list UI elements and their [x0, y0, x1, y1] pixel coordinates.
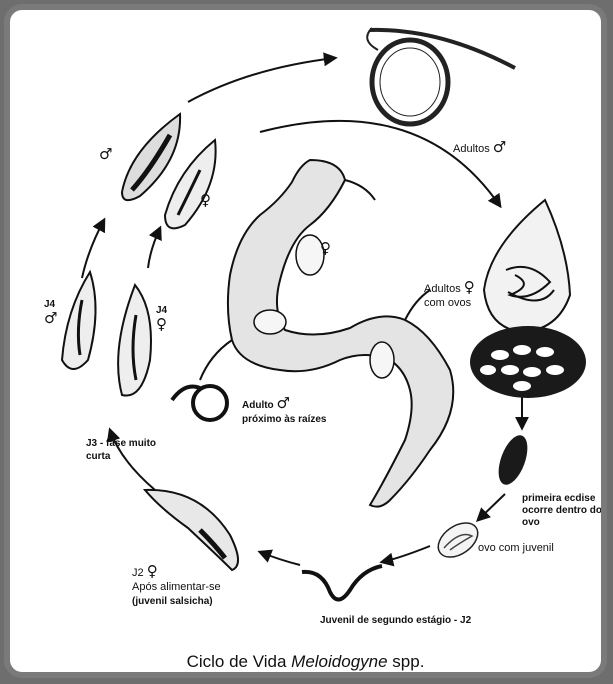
arrow-j4-female-up	[148, 228, 160, 268]
arrow-to-adult-male	[188, 58, 335, 102]
first-molt-line3: ovo	[522, 516, 540, 529]
adult-male-worm	[367, 28, 515, 124]
arrow-to-fed-j2	[260, 552, 300, 565]
female-symbol-root: ♀	[320, 242, 331, 255]
adults-male-label: Adultos ♂	[453, 141, 506, 156]
caption-genus: Meloidogyne	[291, 652, 387, 671]
adult-male-near-roots	[172, 386, 227, 420]
adult-male-roots-line2: próximo às raízes	[242, 413, 326, 426]
j2-fed-label-line1: Após alimentar-se	[132, 581, 221, 594]
arrow-to-j2	[382, 546, 430, 562]
arrow-to-egg-juvenile	[478, 494, 505, 520]
egg-with-juvenile	[432, 516, 484, 564]
male-symbol-top: ♂	[99, 148, 112, 161]
j4-right-female-symbol: ♀	[156, 318, 167, 331]
j3-label-line2: curta	[86, 450, 110, 463]
arrow-j4-up	[82, 220, 104, 278]
egg-juvenile-label: ovo com juvenil	[478, 542, 554, 555]
second-stage-juvenile	[302, 566, 382, 600]
female-symbol-top: ♀	[200, 194, 211, 207]
adults-female-label-line2: com ovos	[424, 297, 471, 310]
figure-frame: Adultos ♂ ♂ ♀ ♀ Adultos ♀ com ovos J4 ♂ …	[4, 4, 607, 678]
developing-male	[122, 114, 180, 200]
egg-first-molt	[493, 431, 533, 488]
fed-juvenile-sausage	[145, 490, 238, 570]
j3-label-line1: J3 - fase muito	[86, 437, 156, 450]
female-with-eggs	[470, 200, 586, 398]
figure-caption: Ciclo de Vida Meloidogyne spp.	[10, 652, 601, 672]
root-with-galls	[200, 160, 453, 507]
life-cycle-illustration	[10, 10, 607, 678]
j2-label: Juvenil de segundo estágio - J2	[320, 614, 471, 627]
j4-male-worm	[62, 272, 96, 369]
adults-female-label-line1: Adultos ♀	[424, 281, 475, 296]
adult-male-roots-line1: Adulto ♂	[242, 397, 290, 412]
j4-female-worm	[118, 285, 151, 396]
j2-fed-label-line0: J2 ♀	[132, 565, 158, 580]
j4-left-male-symbol: ♂	[44, 312, 57, 325]
j2-fed-label-line2: (juvenil salsicha)	[132, 595, 213, 608]
